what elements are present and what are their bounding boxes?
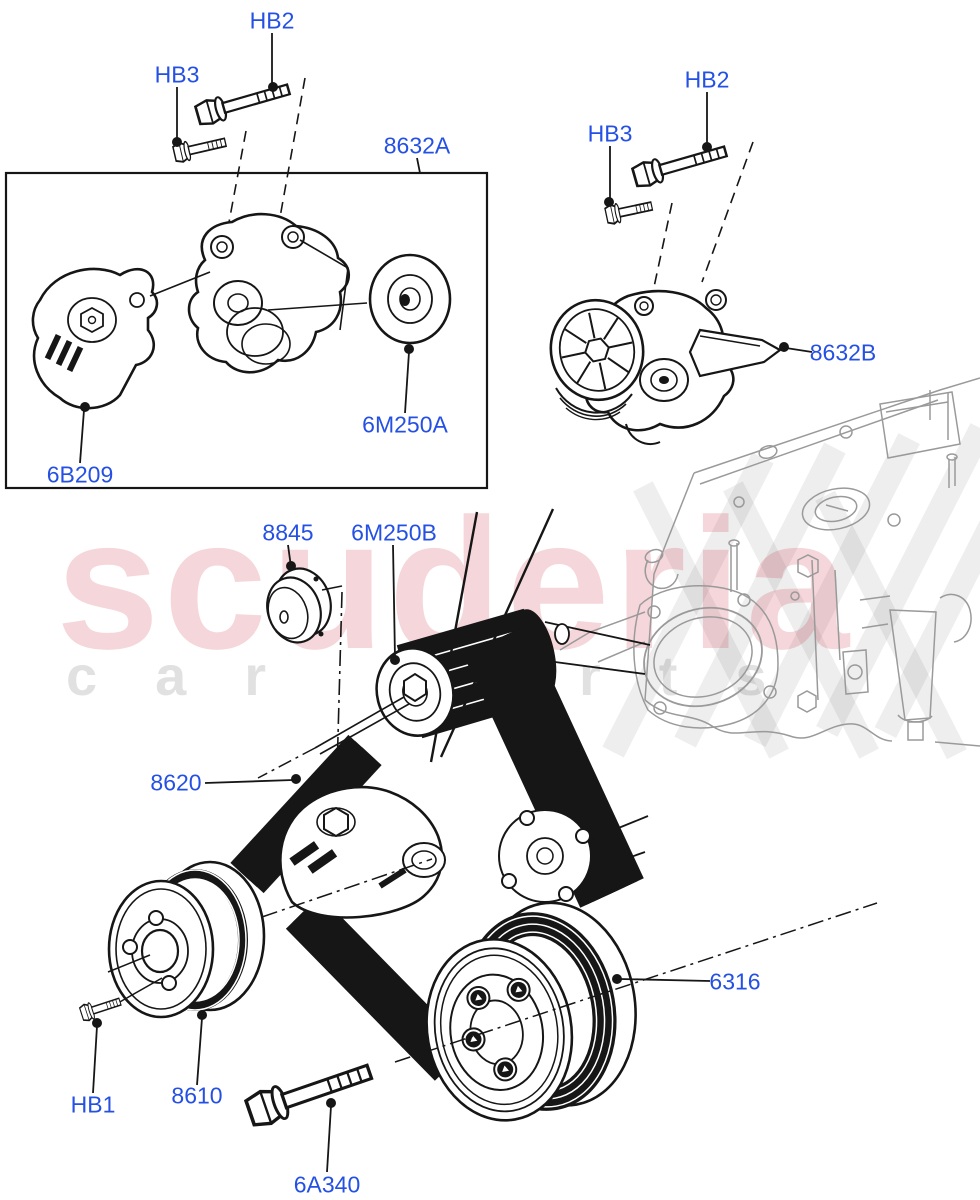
cap-8845 — [266, 567, 343, 773]
tensioner-body-8632a — [187, 77, 351, 374]
water-pump-pulley-8610 — [107, 860, 266, 1019]
part-label-hb3-left[interactable]: HB3 — [154, 61, 200, 88]
idler-pulley-6m250a — [267, 253, 452, 345]
part-label-8632b[interactable]: 8632B — [809, 339, 877, 366]
part-label-hb2-left[interactable]: HB2 — [249, 7, 295, 34]
part-label-6b209[interactable]: 6B209 — [46, 461, 114, 488]
part-label-6316[interactable]: 6316 — [709, 968, 761, 995]
part-label-hb3-right[interactable]: HB3 — [587, 120, 633, 147]
part-label-8845[interactable]: 8845 — [262, 519, 314, 546]
exploded-view-box-8632a — [4, 171, 489, 490]
tensioner-mounted — [261, 785, 649, 919]
bolt-hb3-left — [171, 131, 229, 165]
part-label-hb2-right[interactable]: HB2 — [684, 66, 730, 93]
bolt-hb1 — [78, 992, 124, 1023]
part-label-8620[interactable]: 8620 — [150, 769, 202, 796]
part-label-6a340[interactable]: 6A340 — [293, 1171, 361, 1198]
tensioner-cover-6b209 — [31, 267, 211, 410]
drive-belt-8620 — [240, 508, 651, 1070]
bolt-6a340 — [242, 1054, 377, 1131]
crank-axis-centerline — [394, 902, 878, 1063]
part-label-8610[interactable]: 8610 — [171, 1082, 223, 1109]
crankshaft-pulley-6316 — [425, 901, 637, 1122]
bolt-hb2-right — [630, 138, 731, 191]
part-label-8632a[interactable]: 8632A — [383, 132, 451, 159]
leader-lines — [79, 33, 813, 1173]
tensioner-assembly-8632b — [549, 141, 783, 445]
part-label-6m250b[interactable]: 6M250B — [351, 519, 437, 546]
part-label-hb1[interactable]: HB1 — [70, 1091, 116, 1118]
idler-pulley-6m250b — [257, 647, 455, 779]
leader-dots — [80, 82, 789, 1108]
engine-block-drawing — [559, 377, 980, 747]
part-label-6m250a[interactable]: 6M250A — [362, 411, 448, 438]
